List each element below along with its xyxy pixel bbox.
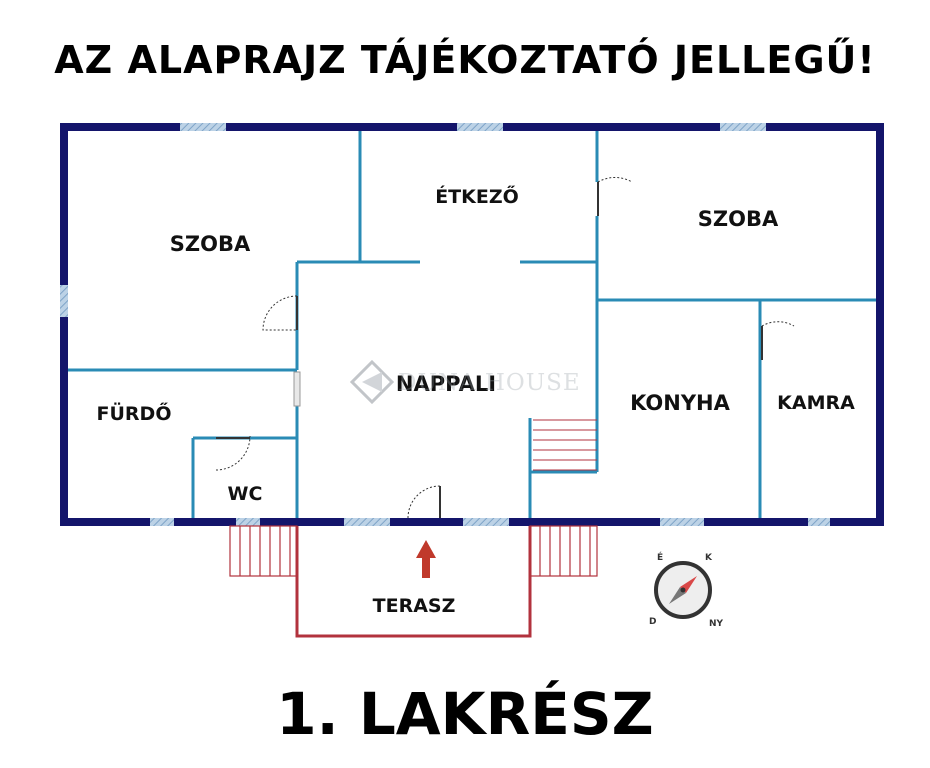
unit-title: 1. LAKRÉSZ [276, 680, 654, 748]
entrance-arrow-icon [416, 540, 436, 578]
compass-icon: É K D NY [649, 551, 724, 629]
compass-east-label: K [705, 553, 713, 563]
terrace [229, 525, 598, 638]
door-swing [215, 435, 251, 471]
room-label-etkezo: ÉTKEZŐ [435, 184, 519, 208]
window [808, 518, 830, 526]
windows [60, 123, 830, 526]
room-label-kamra: KAMRA [777, 392, 855, 414]
compass-south-label: D [649, 617, 656, 627]
watermark-logo-icon [349, 359, 395, 405]
room-label-terasz: TERASZ [373, 595, 456, 617]
disclaimer-heading: AZ ALAPRAJZ TÁJÉKOZTATÓ JELLEGŰ! [54, 38, 876, 82]
compass-west-label: NY [709, 619, 724, 629]
window [60, 285, 68, 317]
left-stairs [229, 525, 298, 577]
window [463, 518, 509, 526]
door-swing [407, 485, 441, 519]
compass-north-label: É [657, 551, 663, 563]
room-label-szoba-right: SZOBA [698, 207, 779, 231]
sliding-door [293, 371, 301, 407]
right-stairs [529, 525, 598, 577]
window [236, 518, 260, 526]
interior-stairs [533, 419, 597, 471]
window [344, 518, 390, 526]
room-label-konyha: KONYHA [630, 391, 731, 415]
window [457, 123, 503, 131]
door-swing [262, 295, 298, 331]
room-label-nappali: NAPPALI [396, 372, 496, 396]
door-swing [761, 321, 795, 327]
room-label-szoba-left: SZOBA [170, 232, 251, 256]
watermark: DUNA HOUSE [349, 359, 581, 405]
window [720, 123, 766, 131]
interior-walls [68, 131, 876, 518]
room-label-furdo: FÜRDŐ [97, 401, 172, 425]
room-label-wc: WC [228, 483, 263, 505]
door-swing [597, 176, 633, 183]
window [660, 518, 704, 526]
window [150, 518, 174, 526]
window [180, 123, 226, 131]
doors [215, 176, 795, 519]
watermark-text: DUNA HOUSE [398, 370, 581, 396]
